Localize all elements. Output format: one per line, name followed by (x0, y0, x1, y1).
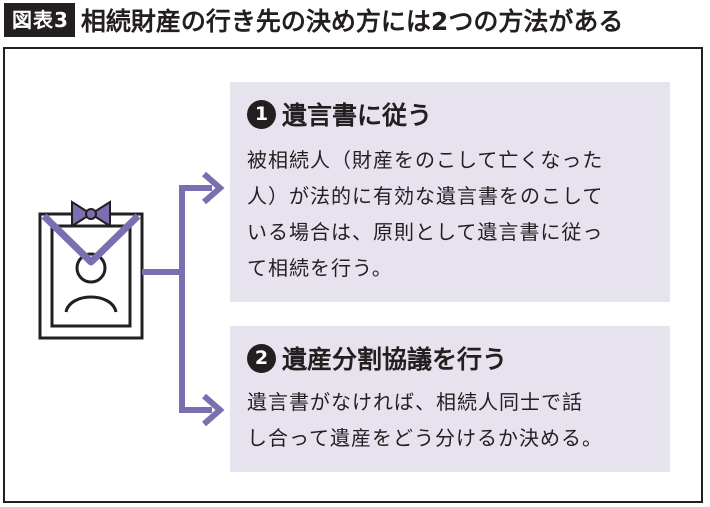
arrow-right-icon (202, 393, 225, 427)
ribbon-icon (41, 200, 141, 266)
number-badge: 1 (247, 99, 276, 129)
option-title-text: 遺言書に従う (282, 101, 433, 130)
diagram-frame (3, 47, 703, 503)
figure-title: 相続財産の行き先の決め方には2つの方法がある (80, 7, 624, 36)
person-icon (64, 252, 118, 313)
branch-connector (142, 171, 225, 427)
option-title-text: 遺産分割協議を行う (282, 345, 508, 374)
number-badge: 2 (247, 343, 276, 373)
option-title: 1 遺言書に従う (247, 96, 432, 132)
option-card-will: 1 遺言書に従う 被相続人（財産をのこして亡くなった 人）が法的に有効な遺言書を… (230, 82, 670, 302)
figure-label: 図表3 (4, 3, 75, 37)
figure-header: 図表3 相続財産の行き先の決め方には2つの方法がある (0, 0, 710, 40)
option-description: 遺言書がなければ、相続人同士で話 し合って遺産をどう分けるか決める。 (247, 390, 603, 450)
option-card-division-agreement: 2 遺産分割協議を行う 遺言書がなければ、相続人同士で話 し合って遺産をどう分け… (230, 326, 670, 472)
memorial-portrait-icon (38, 200, 144, 340)
option-title: 2 遺産分割協議を行う (247, 340, 507, 376)
option-description: 被相続人（財産をのこして亡くなった 人）が法的に有効な遺言書をのこして いる場合… (247, 148, 604, 280)
arrow-right-icon (202, 171, 225, 205)
